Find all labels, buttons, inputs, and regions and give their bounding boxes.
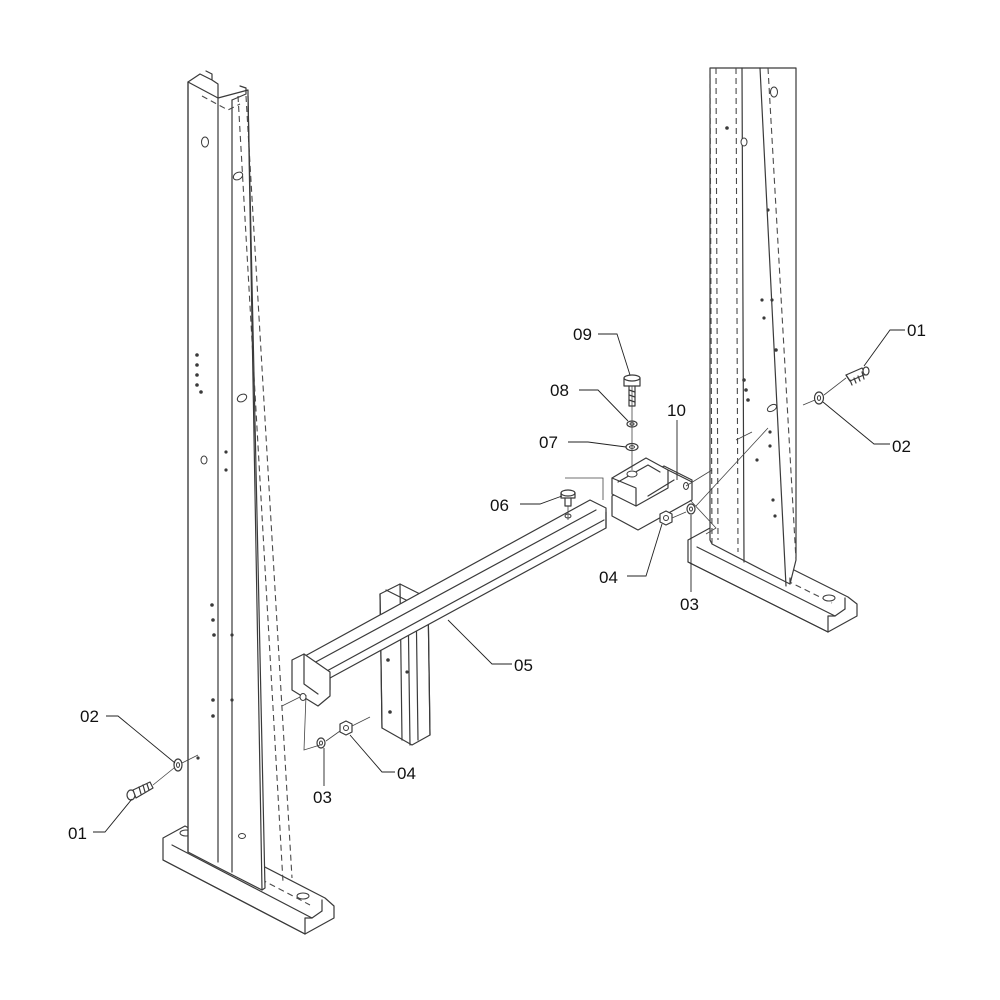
right-washer (813, 391, 825, 405)
bracket (611, 457, 693, 531)
left-upright-post (162, 70, 335, 935)
callout-left-washer: 02 (80, 707, 99, 726)
right-upright-post (687, 67, 858, 633)
crossbar (291, 499, 607, 707)
callout-left-screw: 01 (68, 824, 87, 843)
left-nut (339, 720, 353, 736)
left-lock-washer (316, 737, 326, 749)
callout-right-screw: 01 (907, 321, 926, 340)
left-screw (126, 781, 154, 801)
left-washer (173, 758, 183, 772)
callout-right-washer: 02 (892, 437, 911, 456)
bar-bolt (560, 489, 576, 507)
assembly-lines (152, 377, 847, 786)
callout-top-bolt: 09 (573, 325, 592, 344)
right-screw (845, 366, 870, 386)
callout-right-lock-washer: 03 (680, 595, 699, 614)
callout-left-nut: 04 (397, 764, 416, 783)
right-nut (659, 510, 673, 526)
callout-bracket: 10 (667, 401, 686, 420)
callout-labels: 09 08 07 06 10 01 02 04 03 05 02 01 03 0… (68, 321, 926, 843)
right-lock-washer (686, 503, 696, 515)
callout-bar-bolt: 06 (490, 496, 509, 515)
callout-spring-washer: 08 (550, 381, 569, 400)
leader-lines (93, 329, 905, 833)
callout-crossbar: 05 (514, 656, 533, 675)
callout-left-lock-washer: 03 (313, 788, 332, 807)
callout-right-nut: 04 (599, 568, 618, 587)
callout-flat-washer: 07 (539, 433, 558, 452)
